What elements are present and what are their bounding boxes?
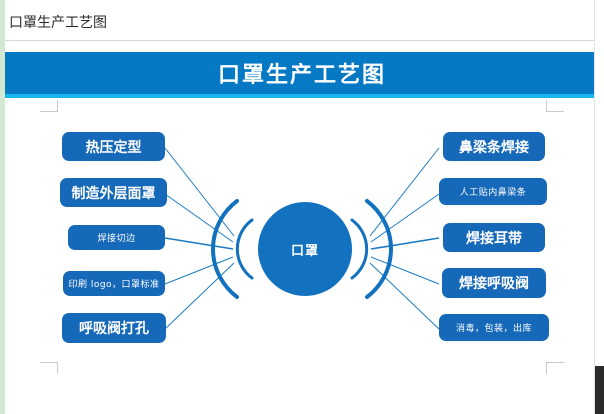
- crop-mark-bottom-right: [546, 356, 564, 374]
- left-node-4[interactable]: 印刷 logo，口罩标准: [63, 271, 165, 296]
- right-node-5-label: 消毒，包装，出库: [455, 324, 532, 334]
- hub-label: 口罩: [290, 243, 319, 259]
- left-node-5-label: 呼吸阀打孔: [79, 321, 149, 337]
- left-node-2-label: 制造外层面罩: [71, 185, 156, 202]
- left-node-2[interactable]: 制造外层面罩: [60, 178, 167, 207]
- document-title: 口罩生产工艺图: [9, 15, 107, 31]
- crop-mark-top-left: [40, 100, 58, 118]
- crop-mark-top-right: [546, 100, 564, 118]
- right-node-3-label: 焊接耳带: [466, 230, 522, 247]
- banner-accent-line: [5, 94, 599, 98]
- right-node-4-label: 焊接呼吸阀: [459, 276, 529, 292]
- title-divider: [5, 40, 604, 41]
- right-node-4[interactable]: 焊接呼吸阀: [442, 268, 546, 298]
- banner-title: 口罩生产工艺图: [217, 63, 386, 88]
- hub-node[interactable]: 口罩: [258, 202, 352, 296]
- diagram-canvas: 口罩 热压定型 制造外层面罩 焊接切边 印刷 logo，口罩标准 呼吸阀打孔 鼻…: [5, 98, 599, 414]
- scrollbar-track[interactable]: [594, 0, 604, 414]
- right-node-1[interactable]: 鼻梁条焊接: [443, 132, 545, 161]
- left-node-4-label: 印刷 logo，口罩标准: [68, 280, 160, 290]
- right-node-2[interactable]: 人工贴内鼻梁条: [439, 178, 547, 205]
- left-edge-strip: [0, 0, 5, 414]
- left-node-5[interactable]: 呼吸阀打孔: [62, 313, 166, 343]
- connector-lines: [164, 147, 440, 330]
- left-node-1[interactable]: 热压定型: [62, 132, 165, 161]
- right-node-3[interactable]: 焊接耳带: [443, 223, 545, 252]
- scrollbar-thumb[interactable]: [595, 366, 604, 414]
- left-node-3-label: 焊接切边: [97, 234, 136, 244]
- crop-mark-bottom-left: [40, 356, 58, 374]
- right-node-2-label: 人工贴内鼻梁条: [459, 188, 527, 198]
- left-node-1-label: 热压定型: [85, 139, 142, 156]
- right-node-5[interactable]: 消毒，包装，出库: [439, 314, 549, 341]
- diagram-banner: 口罩生产工艺图: [5, 52, 599, 94]
- left-node-3[interactable]: 焊接切边: [68, 225, 165, 250]
- right-node-1-label: 鼻梁条焊接: [459, 139, 529, 156]
